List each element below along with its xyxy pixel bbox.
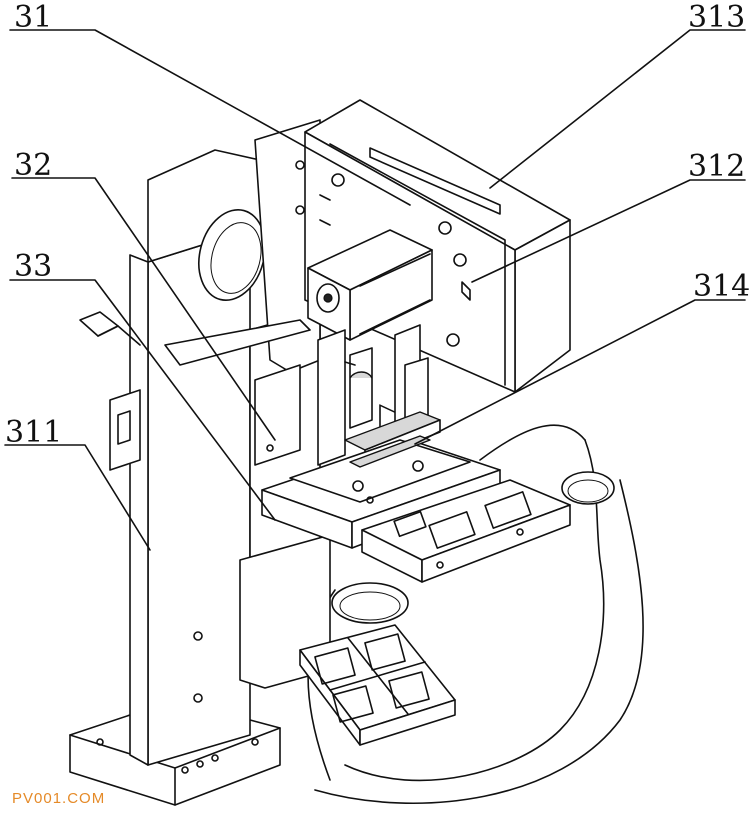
leader-314 <box>414 299 746 445</box>
callout-311: 311 <box>5 415 62 450</box>
material-strip <box>361 479 571 583</box>
side-bracket <box>79 311 301 471</box>
callout-32: 32 <box>14 148 52 183</box>
vertical-column <box>129 149 269 766</box>
callout-313: 313 <box>688 0 745 35</box>
leader-lines <box>4 29 746 551</box>
callout-31: 31 <box>14 0 52 35</box>
turntable-hole-right <box>561 471 615 505</box>
leader-313 <box>489 29 746 189</box>
leader-312 <box>471 179 746 283</box>
turntable-outline <box>307 424 644 804</box>
leader-32 <box>11 177 276 441</box>
callout-312: 312 <box>688 149 745 184</box>
servo-motor <box>307 229 433 341</box>
watermark-text: PV001.COM <box>12 790 105 807</box>
mounting-plate <box>164 119 321 373</box>
turntable-hole-left <box>331 582 409 624</box>
callout-33: 33 <box>14 249 52 284</box>
callout-labels: 31 32 33 311 313 312 314 <box>5 0 750 450</box>
parts-tray <box>299 624 456 746</box>
leader-31 <box>9 29 411 206</box>
leader-33 <box>9 279 276 521</box>
callout-314: 314 <box>693 269 750 304</box>
leader-311 <box>4 444 151 551</box>
